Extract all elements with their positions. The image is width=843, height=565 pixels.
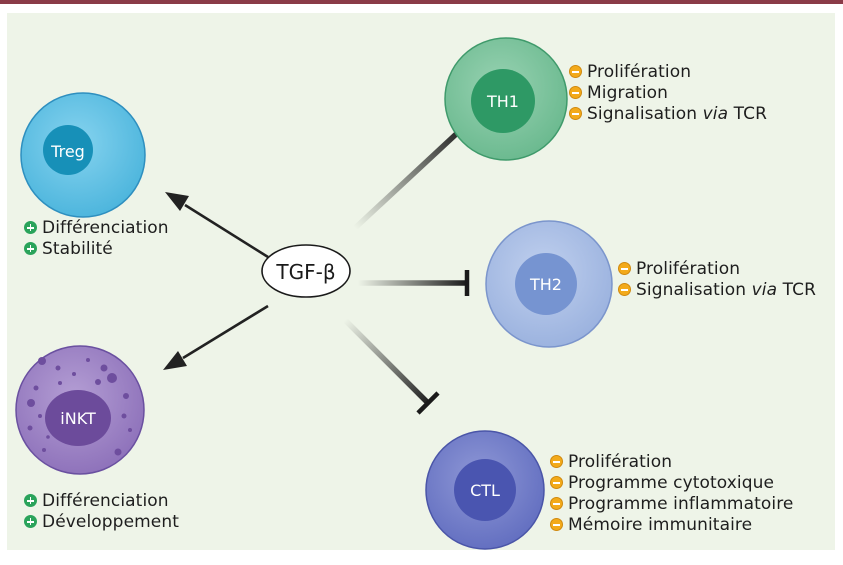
inkt-label: iNKT — [60, 409, 96, 428]
th2-cell: TH2 — [485, 220, 613, 348]
minus-badge-icon — [550, 497, 563, 510]
effect-item: Signalisation via TCR — [618, 279, 816, 300]
effect-item: Mémoire immunitaire — [550, 514, 793, 535]
plus-badge-icon — [24, 515, 37, 528]
minus-badge-icon — [550, 455, 563, 468]
minus-badge-icon — [569, 107, 582, 120]
inhibit-line-ctl — [343, 318, 430, 405]
arrow-to-treg — [184, 203, 269, 259]
effect-item: Programme cytotoxique — [550, 472, 793, 493]
th1-effects: Prolifération Migration Signalisation vi… — [569, 61, 767, 124]
effect-item: Stabilité — [24, 238, 169, 259]
effect-item: Prolifération — [550, 451, 793, 472]
effect-item: Signalisation via TCR — [569, 103, 767, 124]
arrowhead-inkt-icon — [163, 351, 187, 370]
ctl-label: CTL — [470, 481, 500, 500]
minus-badge-icon — [618, 283, 631, 296]
minus-badge-icon — [569, 86, 582, 99]
minus-badge-icon — [550, 518, 563, 531]
effect-item: Différenciation — [24, 490, 179, 511]
inhibit-line-th1 — [353, 121, 469, 231]
plus-badge-icon — [24, 242, 37, 255]
effect-item: Prolifération — [569, 61, 767, 82]
th1-label: TH1 — [486, 92, 519, 111]
plus-badge-icon — [24, 494, 37, 507]
tgf-beta-label: TGF-β — [275, 260, 335, 284]
th2-label: TH2 — [529, 275, 562, 294]
ctl-effects: Prolifération Programme cytotoxique Prog… — [550, 451, 793, 535]
top-rule — [0, 0, 843, 4]
arrowhead-treg-icon — [165, 192, 189, 211]
ctl-cell: CTL — [425, 430, 545, 550]
effect-item: Différenciation — [24, 217, 169, 238]
treg-effects: Différenciation Stabilité — [24, 217, 169, 259]
minus-badge-icon — [550, 476, 563, 489]
th2-effects: Prolifération Signalisation via TCR — [618, 258, 816, 300]
treg-cell: Treg — [20, 92, 146, 218]
inkt-cell: iNKT — [15, 345, 145, 475]
th1-cell: TH1 — [444, 37, 568, 161]
inkt-effects: Différenciation Développement — [24, 490, 179, 532]
granules — [27, 357, 132, 456]
effect-item: Prolifération — [618, 258, 816, 279]
effect-item: Migration — [569, 82, 767, 103]
tgf-beta-node — [261, 244, 351, 298]
treg-label: Treg — [50, 142, 85, 161]
inhibit-bar-ctl — [416, 391, 440, 415]
minus-badge-icon — [618, 262, 631, 275]
minus-badge-icon — [569, 65, 582, 78]
effect-item: Programme inflammatoire — [550, 493, 793, 514]
arrow-to-inkt — [182, 304, 269, 360]
effect-item: Développement — [24, 511, 179, 532]
plus-badge-icon — [24, 221, 37, 234]
